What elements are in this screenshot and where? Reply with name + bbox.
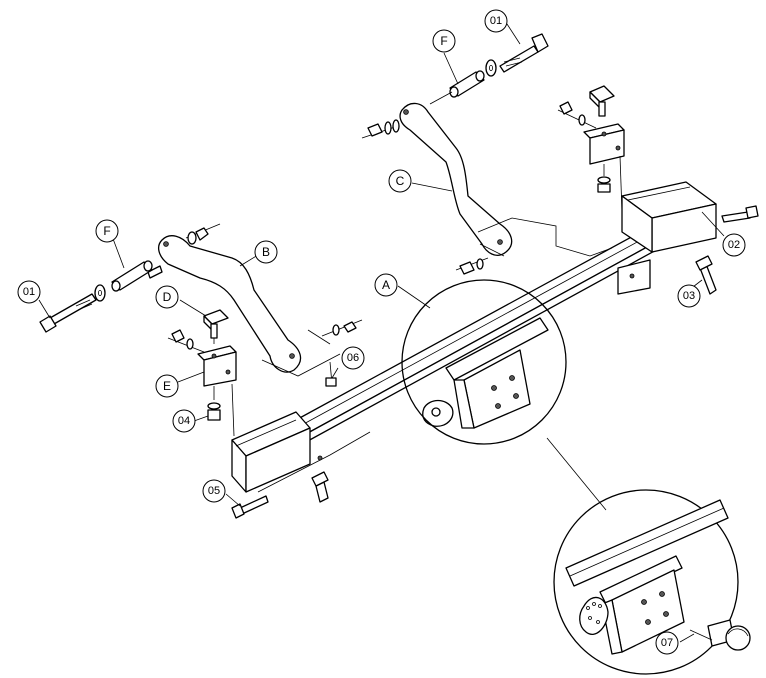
svg-text:05: 05 <box>208 485 220 497</box>
callout-b: B <box>254 240 278 264</box>
bracket-e-left <box>167 329 237 437</box>
svg-text:A: A <box>382 278 390 292</box>
callout-f-upper: F <box>432 29 456 53</box>
callout-02: 02 <box>722 233 746 257</box>
svg-text:B: B <box>262 245 270 259</box>
svg-text:03: 03 <box>683 290 695 302</box>
callout-07: 07 <box>655 631 679 655</box>
callout-03: 03 <box>677 284 701 308</box>
callout-e: E <box>155 374 179 398</box>
nut-04-left <box>207 402 221 421</box>
clamp-d-left <box>203 309 229 344</box>
callout-d: D <box>155 285 179 309</box>
bolt-03 <box>695 255 717 295</box>
svg-text:01: 01 <box>490 15 502 27</box>
svg-text:F: F <box>103 224 110 238</box>
side-bracket-b <box>147 223 363 377</box>
clamp-d-right <box>589 85 615 117</box>
callout-06: 06 <box>341 346 365 370</box>
bracket-e-right <box>557 101 625 213</box>
callout-01-upper: 01 <box>484 9 508 33</box>
bolt-01-left <box>39 293 97 333</box>
callout-01-left: 01 <box>17 280 41 304</box>
callout-a: A <box>374 273 398 297</box>
callout-04: 04 <box>172 409 196 433</box>
main-cross-beam <box>257 204 701 493</box>
bolt-05 <box>231 471 329 519</box>
hitch-bracket <box>422 317 549 429</box>
svg-text:01: 01 <box>23 286 35 298</box>
leader-lines <box>38 23 725 643</box>
washer-left <box>94 284 106 302</box>
svg-text:02: 02 <box>728 239 740 251</box>
svg-text:F: F <box>440 34 447 48</box>
bolt-01-upper <box>499 33 549 73</box>
detail-circle-07 <box>553 489 751 675</box>
spacer-f-left <box>111 260 153 292</box>
callout-c: C <box>388 169 412 193</box>
spacer-f-upper <box>429 70 485 105</box>
washer-upper <box>485 59 497 77</box>
svg-text:06: 06 <box>347 352 359 364</box>
side-bracket-c <box>361 102 613 275</box>
right-end-bracket <box>617 181 717 295</box>
nut-06 <box>325 361 337 387</box>
bolt-02 <box>721 205 759 223</box>
svg-text:C: C <box>396 174 405 188</box>
svg-text:04: 04 <box>178 415 190 427</box>
callout-05: 05 <box>202 479 226 503</box>
svg-text:D: D <box>163 290 172 304</box>
svg-text:E: E <box>163 379 171 393</box>
callout-f-left: F <box>95 219 119 243</box>
left-end-bracket <box>231 411 325 493</box>
detail-circle-a <box>401 279 607 511</box>
svg-text:07: 07 <box>661 637 673 649</box>
